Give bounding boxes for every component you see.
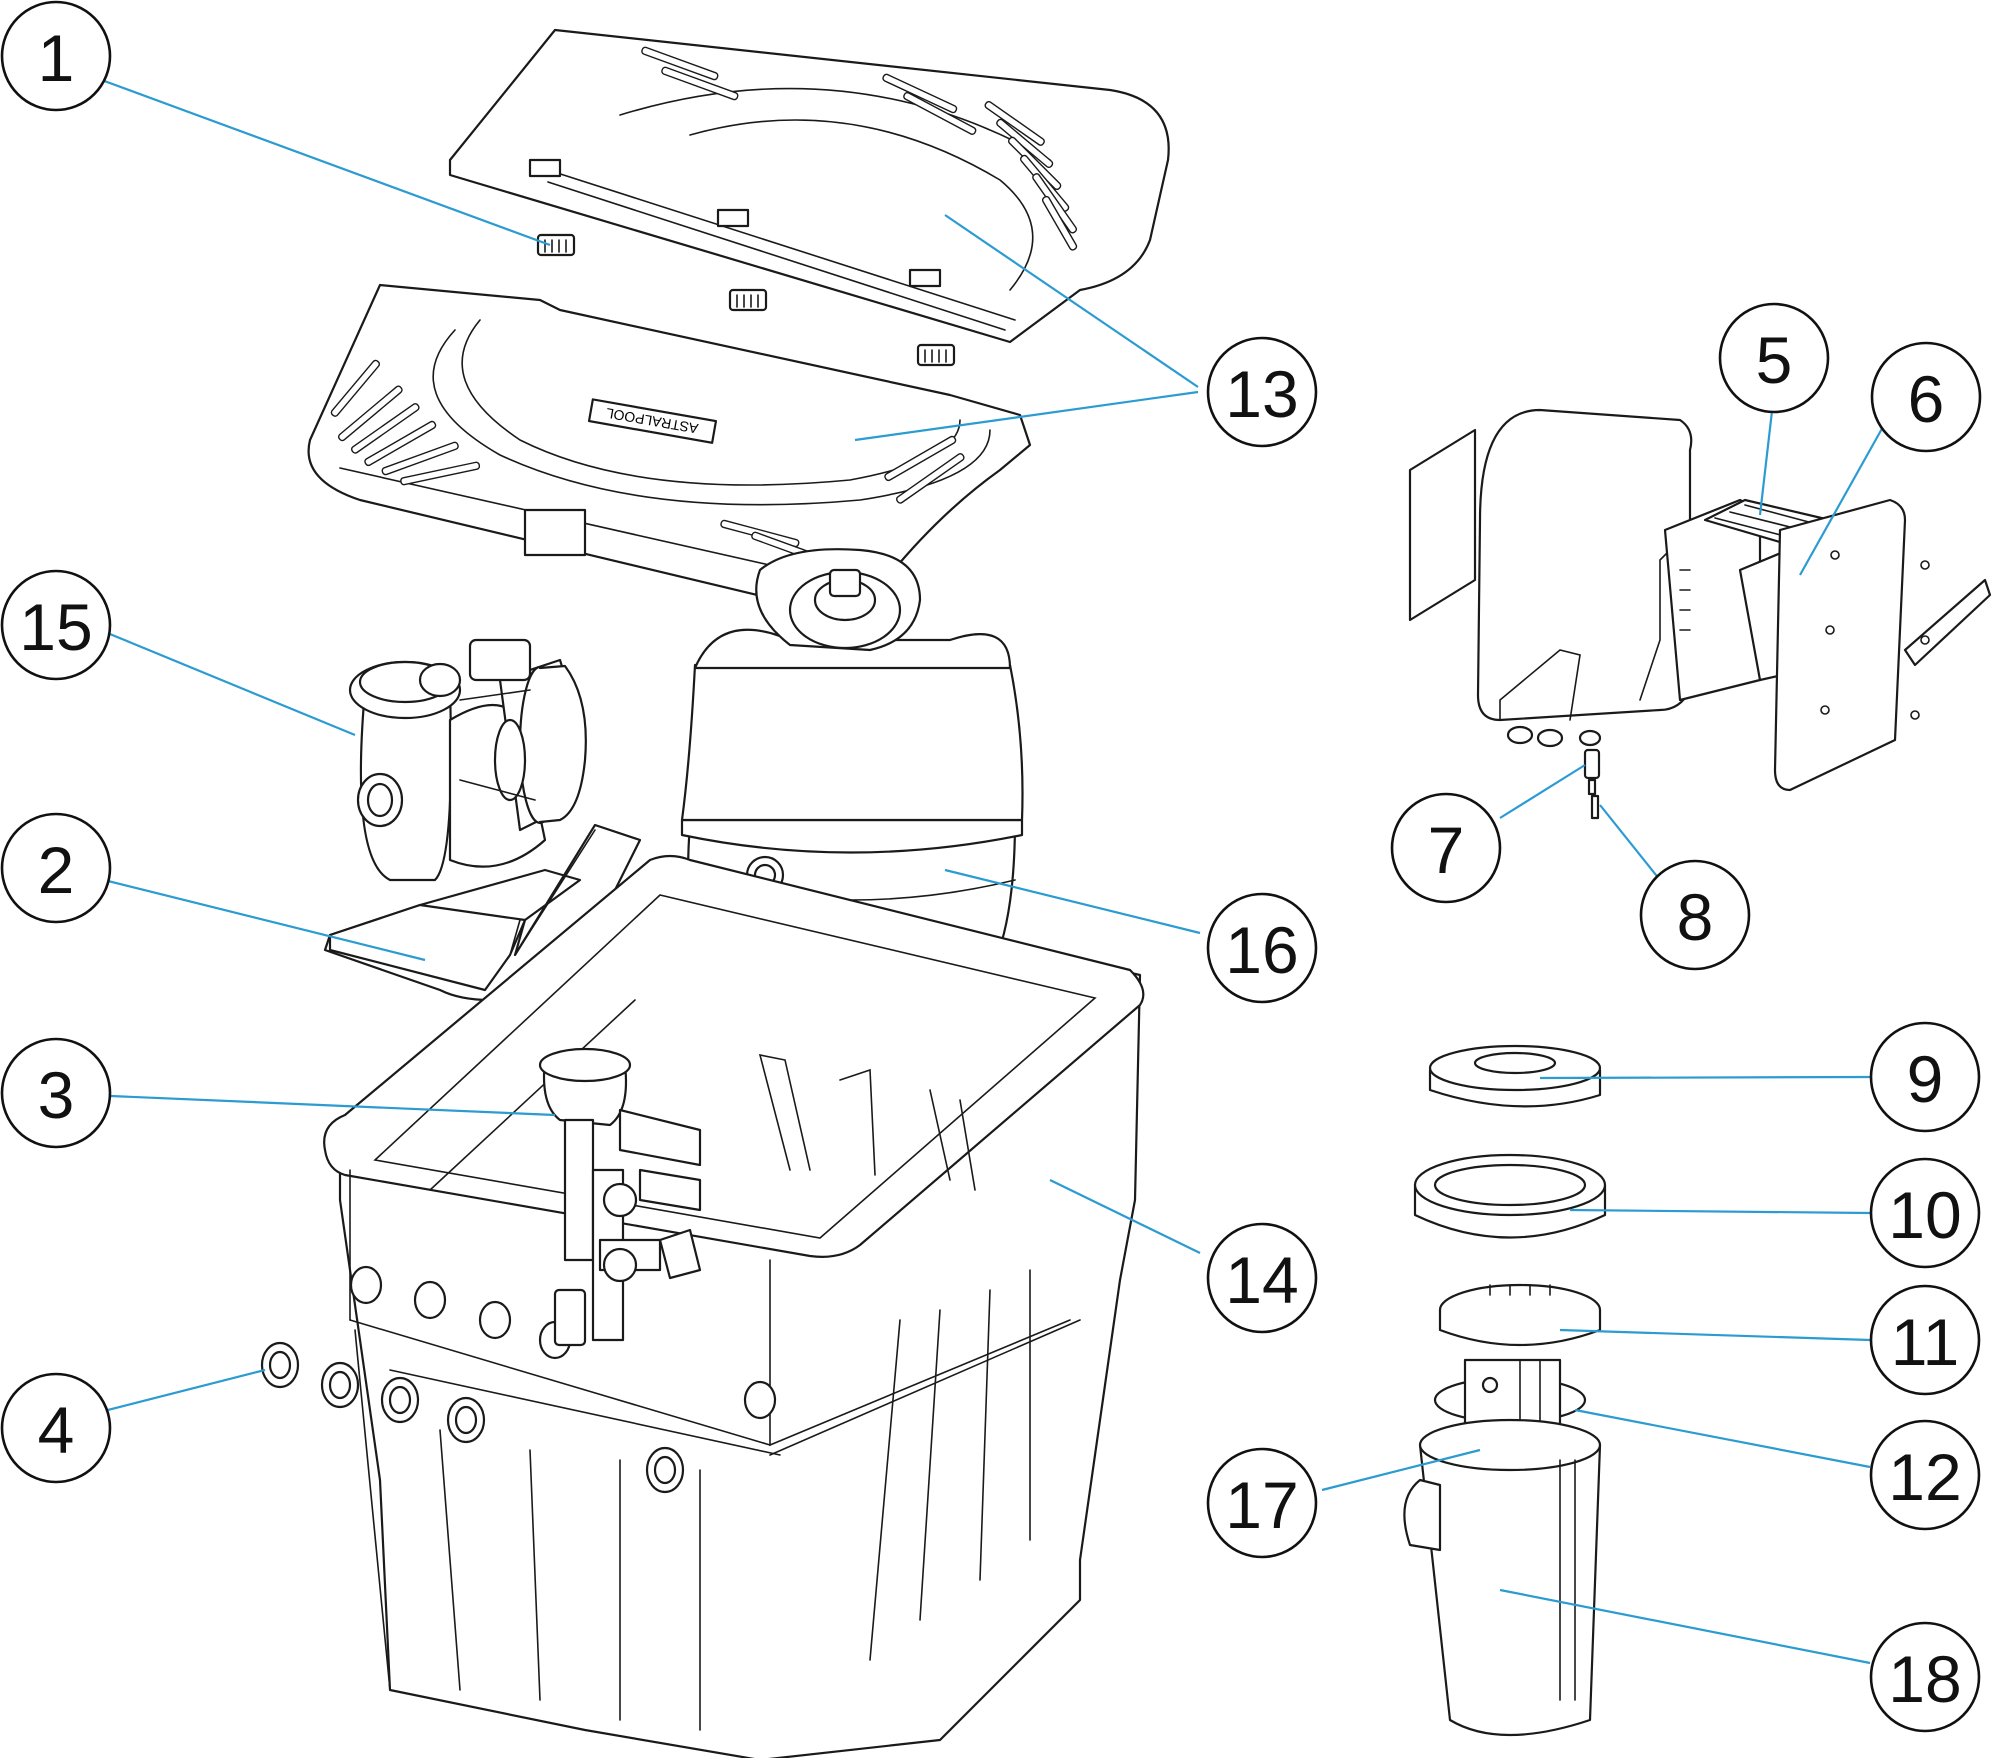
callout-4: 4	[0, 1372, 112, 1484]
svg-text:9: 9	[1907, 1042, 1944, 1116]
lid-lower-part: ASTRALPOOL	[307, 283, 1032, 613]
callout-5: 5	[1718, 302, 1830, 414]
chlorinator-cap-part	[1428, 1044, 1602, 1108]
electrode-head-part	[1438, 1283, 1602, 1347]
callout-8: 8	[1639, 859, 1751, 971]
callout-7: 7	[1390, 792, 1502, 904]
control-box-part	[1408, 408, 1693, 748]
svg-text:18: 18	[1888, 1642, 1961, 1716]
callout-6: 6	[1870, 341, 1982, 453]
callout-16: 16	[1206, 892, 1318, 1004]
leader-18	[1499, 1588, 1871, 1665]
callout-11: 11	[1869, 1284, 1981, 1396]
callout-1: 1	[0, 0, 112, 112]
svg-text:7: 7	[1428, 813, 1465, 887]
leader-6	[1799, 424, 1885, 576]
callout-3: 3	[0, 1037, 112, 1149]
leader-13a	[944, 214, 1199, 388]
leader-2	[87, 874, 426, 962]
main-tank-part	[323, 854, 1145, 1758]
callout-17: 17	[1206, 1447, 1318, 1559]
svg-text:14: 14	[1225, 1243, 1298, 1317]
hinge-clip-part	[536, 233, 956, 367]
leader-16	[944, 868, 1201, 935]
svg-text:6: 6	[1908, 362, 1945, 436]
svg-text:2: 2	[38, 833, 75, 907]
leader-5	[1758, 410, 1774, 516]
leader-13b	[854, 390, 1199, 442]
svg-text:1: 1	[38, 21, 75, 95]
leader-11	[1559, 1328, 1871, 1342]
svg-text:10: 10	[1888, 1178, 1961, 1252]
svg-text:15: 15	[19, 590, 92, 664]
lid-upper-part	[448, 28, 1170, 344]
callout-10: 10	[1869, 1157, 1981, 1269]
chlorinator-ring-nut-part	[1413, 1153, 1607, 1239]
leader-1	[87, 73, 551, 247]
svg-text:3: 3	[38, 1058, 75, 1132]
leader-4	[87, 1368, 266, 1417]
callout-13: 13	[1206, 336, 1318, 448]
leader-3	[87, 1093, 556, 1117]
svg-text:17: 17	[1225, 1468, 1298, 1542]
leader-15	[87, 623, 356, 737]
callout-12: 12	[1869, 1419, 1981, 1531]
sensor-part	[1583, 748, 1601, 820]
callout-15: 15	[0, 569, 112, 681]
lid-lower-slots	[330, 359, 965, 566]
svg-text:13: 13	[1225, 357, 1298, 431]
leader-9	[1539, 1075, 1871, 1080]
callout-18: 18	[1869, 1621, 1981, 1733]
leader-12	[1574, 1408, 1871, 1469]
callout-14: 14	[1206, 1222, 1318, 1334]
valve-part	[538, 1047, 702, 1347]
mounting-plate-part	[1773, 498, 1992, 792]
svg-text:8: 8	[1677, 880, 1714, 954]
svg-text:11: 11	[1891, 1305, 1960, 1379]
svg-text:16: 16	[1225, 913, 1298, 987]
svg-text:12: 12	[1888, 1440, 1961, 1514]
leader-17	[1321, 1448, 1481, 1492]
leader-8	[1599, 804, 1661, 881]
callout-9: 9	[1869, 1021, 1981, 1133]
leader-7	[1499, 764, 1586, 819]
chlorinator-body-part	[1403, 1418, 1602, 1737]
callout-2: 2	[0, 812, 112, 924]
pump-part	[348, 638, 587, 882]
gasket-ring-part	[260, 1341, 360, 1409]
leader-14	[1049, 1179, 1201, 1254]
lid-upper-slots	[641, 46, 1078, 251]
leader-10	[1569, 1208, 1871, 1215]
leader-lines	[87, 73, 1885, 1665]
svg-text:5: 5	[1756, 323, 1793, 397]
svg-text:4: 4	[38, 1393, 75, 1467]
